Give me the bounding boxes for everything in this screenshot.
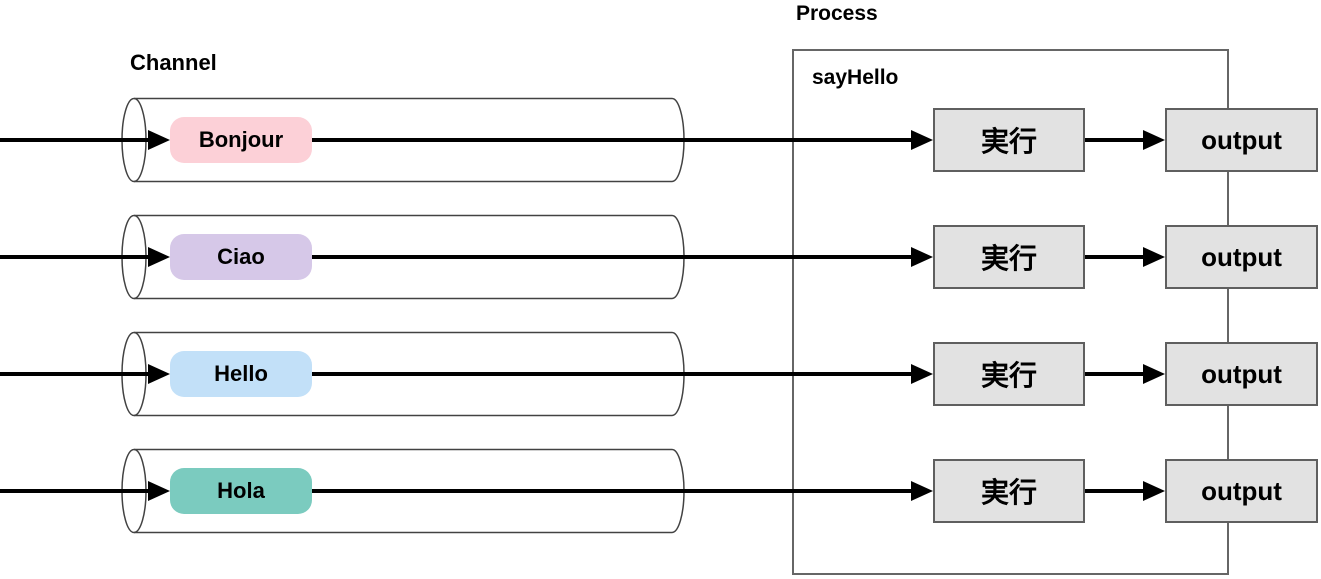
arrow-line bbox=[312, 489, 913, 493]
output-node: output bbox=[1165, 459, 1318, 523]
arrow-line bbox=[312, 372, 913, 376]
output-node: output bbox=[1165, 108, 1318, 172]
arrow-head-icon bbox=[911, 247, 933, 267]
message-pill: Ciao bbox=[170, 234, 312, 280]
arrow-line bbox=[0, 489, 150, 493]
arrow-line bbox=[0, 138, 150, 142]
channel-section-label: Channel bbox=[130, 50, 217, 75]
message-pill: Hola bbox=[170, 468, 312, 514]
arrow-head-icon bbox=[1143, 481, 1165, 501]
arrow-head-icon bbox=[1143, 364, 1165, 384]
arrow-line bbox=[312, 138, 913, 142]
arrow-head-icon bbox=[148, 130, 170, 150]
execute-node: 実行 bbox=[933, 108, 1085, 172]
function-name-label: sayHello bbox=[812, 66, 899, 89]
arrow-head-icon bbox=[1143, 247, 1165, 267]
output-node: output bbox=[1165, 225, 1318, 289]
arrow-line bbox=[1085, 255, 1145, 259]
channel-row-bonjour: Bonjour 実行 output bbox=[0, 97, 1321, 183]
execute-node: 実行 bbox=[933, 342, 1085, 406]
output-node: output bbox=[1165, 342, 1318, 406]
process-section-label: Process bbox=[796, 2, 878, 25]
arrow-head-icon bbox=[148, 364, 170, 384]
arrow-line bbox=[312, 255, 913, 259]
arrow-head-icon bbox=[911, 481, 933, 501]
arrow-head-icon bbox=[911, 130, 933, 150]
channel-row-ciao: Ciao 実行 output bbox=[0, 214, 1321, 300]
execute-node: 実行 bbox=[933, 459, 1085, 523]
arrow-head-icon bbox=[148, 481, 170, 501]
arrow-line bbox=[1085, 138, 1145, 142]
arrow-line bbox=[0, 372, 150, 376]
message-pill: Hello bbox=[170, 351, 312, 397]
execute-node: 実行 bbox=[933, 225, 1085, 289]
arrow-head-icon bbox=[911, 364, 933, 384]
process-container: sayHello bbox=[792, 49, 1229, 575]
arrow-head-icon bbox=[148, 247, 170, 267]
arrow-line bbox=[0, 255, 150, 259]
channel-row-hello: Hello 実行 output bbox=[0, 331, 1321, 417]
arrow-head-icon bbox=[1143, 130, 1165, 150]
arrow-line bbox=[1085, 372, 1145, 376]
arrow-line bbox=[1085, 489, 1145, 493]
message-pill: Bonjour bbox=[170, 117, 312, 163]
channel-row-hola: Hola 実行 output bbox=[0, 448, 1321, 534]
